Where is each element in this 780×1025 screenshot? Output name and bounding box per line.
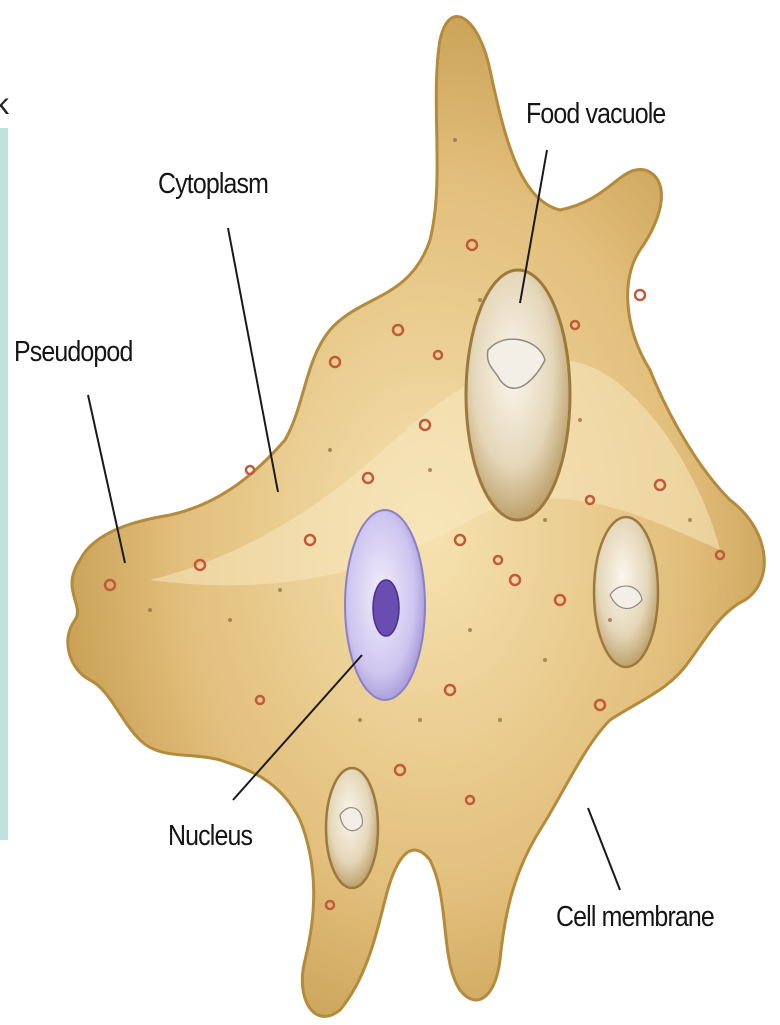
label-nucleus: Nucleus <box>168 822 252 851</box>
label-food-vacuole: Food vacuole <box>526 100 665 129</box>
food-vacuole <box>466 270 570 520</box>
leader-cytoplasm <box>228 228 278 492</box>
leader-cell-membrane <box>588 808 620 890</box>
nucleolus <box>373 580 399 636</box>
label-pseudopod: Pseudopod <box>14 338 132 367</box>
label-cell-membrane: Cell membrane <box>556 903 714 932</box>
label-cytoplasm: Cytoplasm <box>158 170 268 199</box>
